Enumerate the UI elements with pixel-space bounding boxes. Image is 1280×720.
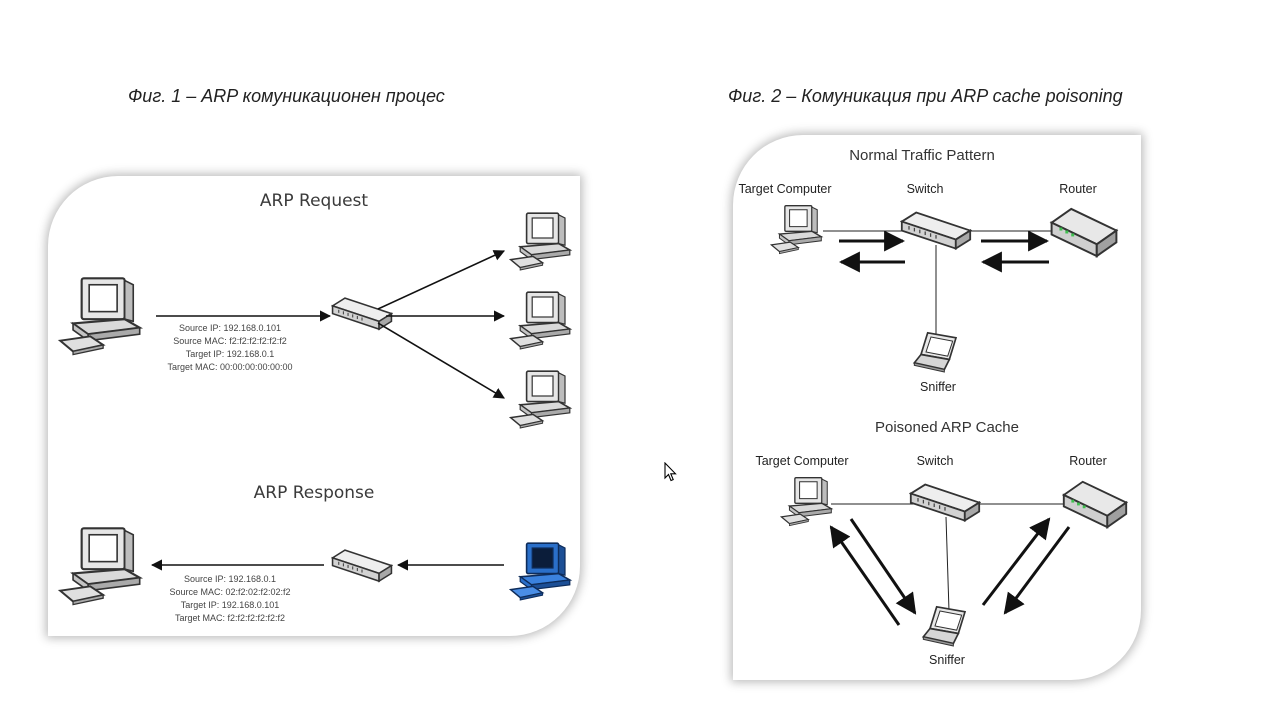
poisoned-traffic-arrow: [1003, 526, 1071, 615]
response-field: Source IP: 192.168.0.1: [184, 574, 276, 584]
response-field: Target MAC: f2:f2:f2:f2:f2:f2: [175, 613, 285, 623]
request-field: Source MAC: f2:f2:f2:f2:f2:f2: [173, 336, 287, 346]
target-computer-label: Target Computer: [738, 182, 831, 196]
arp-process-diagram: ARP Request Source IP: 192.168.0.101 Sou…: [48, 176, 580, 636]
request-field: Source IP: 192.168.0.101: [179, 323, 281, 333]
response-field: Target IP: 192.168.0.101: [181, 600, 280, 610]
router-icon: [1050, 207, 1118, 258]
highlighted-computer-icon: [509, 542, 571, 601]
link-line: [945, 516, 950, 612]
desktop-computer-icon: [509, 370, 571, 429]
broadcast-arrow: [377, 322, 505, 399]
poisoned-cache-title: Poisoned ARP Cache: [875, 419, 1019, 436]
figure-2-caption: Фиг. 2 – Комуникация при ARP cache poiso…: [728, 86, 1123, 106]
network-switch-icon: [331, 297, 393, 331]
desktop-computer-icon: [59, 277, 141, 356]
figure-1-caption: Фиг. 1 – ARP комуникационен процес: [128, 86, 445, 106]
network-switch-icon: [900, 211, 972, 250]
switch-label: Switch: [907, 182, 944, 196]
desktop-computer-icon: [509, 291, 571, 350]
router-icon: [1062, 480, 1128, 529]
poisoned-traffic-arrow: [849, 518, 917, 615]
normal-traffic-title: Normal Traffic Pattern: [849, 147, 995, 164]
desktop-computer-icon: [59, 527, 141, 606]
network-switch-icon: [331, 549, 393, 583]
laptop-icon: [913, 331, 957, 373]
response-field: Source MAC: 02:f2:02:f2:02:f2: [169, 587, 290, 597]
router-label: Router: [1059, 182, 1097, 196]
desktop-computer-icon: [509, 212, 571, 271]
sniffer-label: Sniffer: [929, 653, 965, 667]
request-field: Target MAC: 00:00:00:00:00:00: [167, 362, 292, 372]
network-switch-icon: [909, 483, 981, 522]
router-label: Router: [1069, 454, 1107, 468]
poisoned-traffic-arrow: [981, 517, 1051, 606]
arp-request-title: ARP Request: [260, 191, 368, 211]
target-computer-label: Target Computer: [755, 454, 848, 468]
mouse-cursor-icon: [664, 462, 677, 482]
broadcast-arrow: [377, 250, 506, 310]
sniffer-label: Sniffer: [920, 380, 956, 394]
target-computer-icon: [770, 204, 822, 255]
poisoned-traffic-arrow: [829, 525, 901, 626]
target-computer-icon: [780, 477, 832, 527]
laptop-icon: [922, 605, 966, 647]
request-field: Target IP: 192.168.0.1: [186, 349, 275, 359]
arp-response-title: ARP Response: [254, 483, 375, 503]
arp-poisoning-diagram: Normal Traffic Pattern Target Computer S…: [733, 135, 1141, 680]
switch-label: Switch: [917, 454, 954, 468]
